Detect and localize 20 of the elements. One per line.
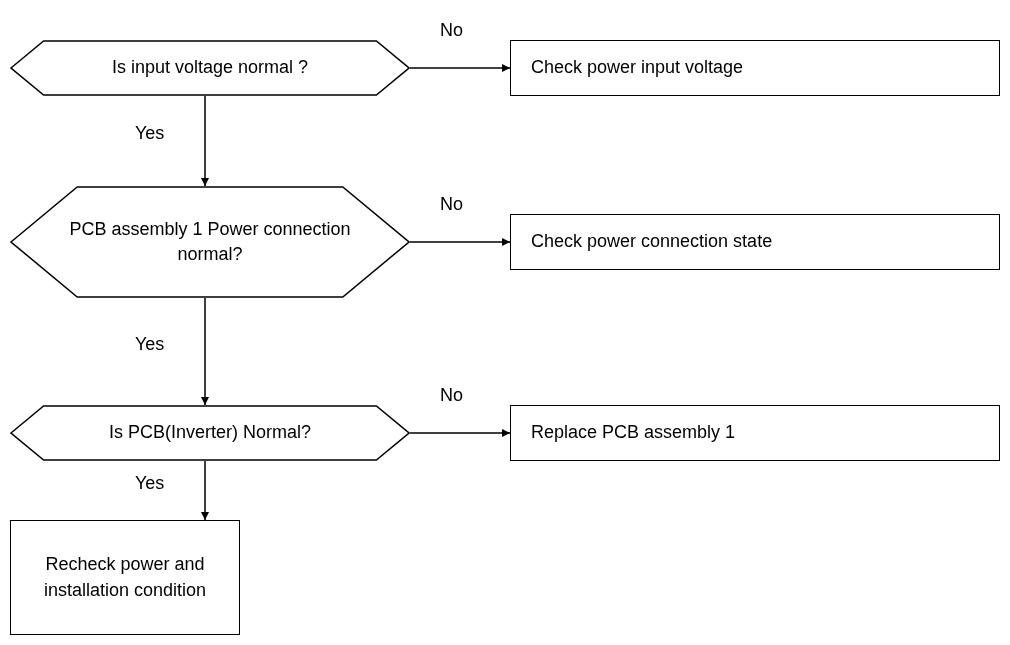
decision-hexagon — [10, 186, 410, 298]
arrow — [409, 429, 511, 437]
node-text: PCB assembly 1 Power connection normal? — [68, 217, 352, 266]
node-text: Check power input voltage — [531, 56, 744, 80]
arrow — [201, 460, 209, 521]
process-box — [510, 405, 1000, 461]
arrow — [201, 95, 209, 187]
node-text: Recheck power and installation condition — [42, 553, 208, 602]
arrow — [409, 64, 511, 72]
process-box — [510, 214, 1000, 270]
node-text: Is PCB(Inverter) Normal? — [108, 421, 311, 445]
process-box — [510, 40, 1000, 96]
node-text: Replace PCB assembly 1 — [531, 421, 736, 445]
arrow — [409, 238, 511, 246]
process-box — [10, 520, 240, 635]
decision-hexagon — [10, 40, 410, 96]
node-text: Is input voltage normal ? — [111, 56, 309, 80]
arrow — [201, 297, 209, 406]
decision-hexagon — [10, 405, 410, 461]
node-text: Check power connection state — [531, 230, 773, 254]
